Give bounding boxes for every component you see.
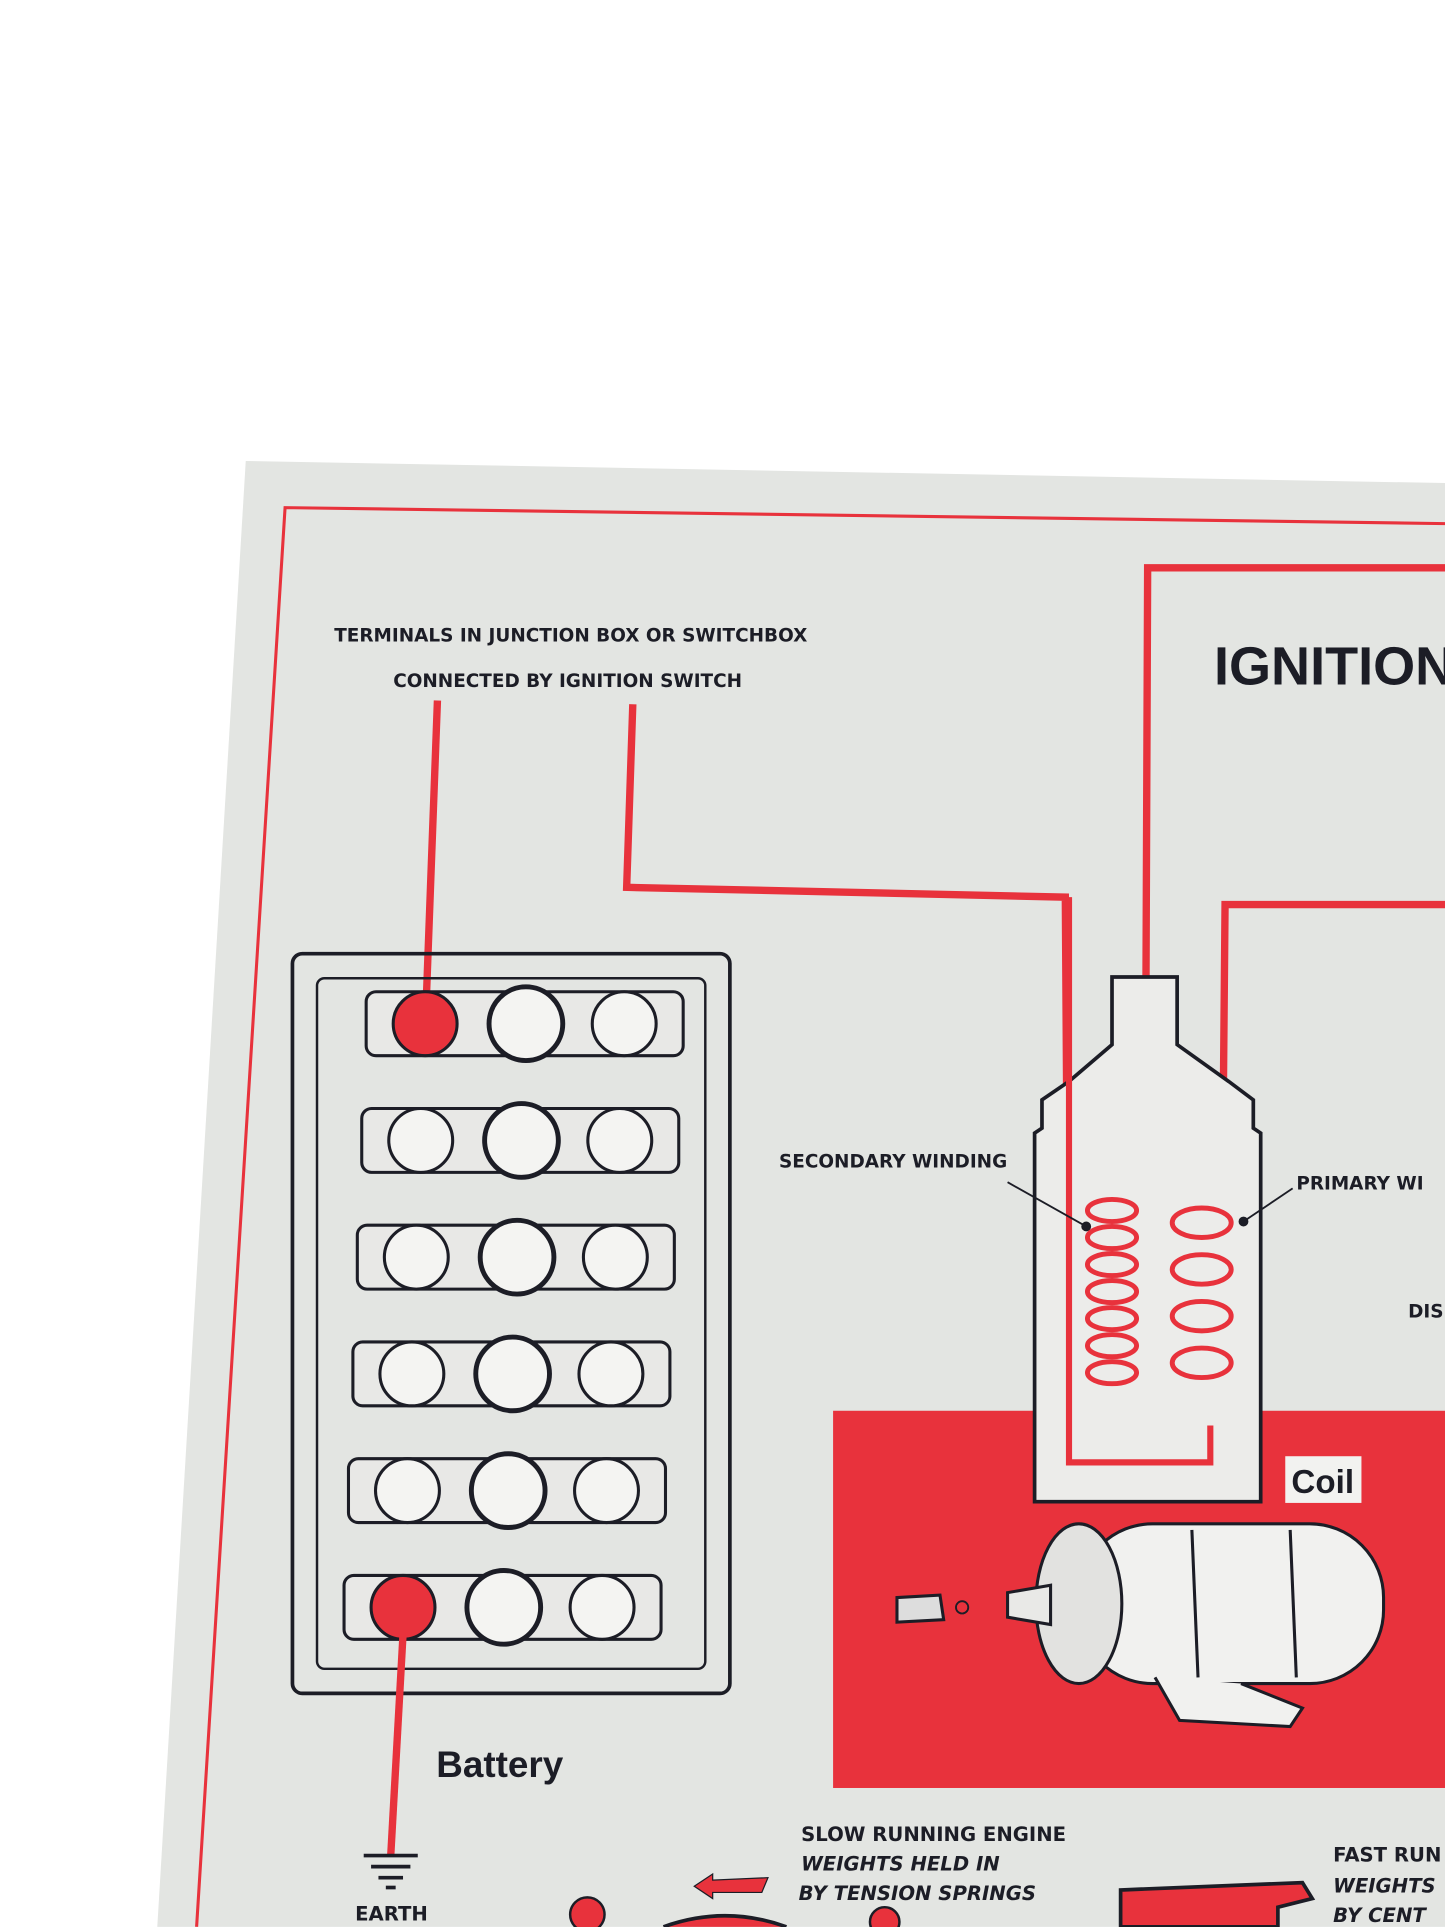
earth-wire xyxy=(387,1634,407,1856)
distributor-weights-slow xyxy=(662,1913,788,1927)
battery-terminal xyxy=(477,1217,557,1297)
primary-winding-loop xyxy=(1169,1298,1234,1334)
slow-running-line1: SLOW RUNNING ENGINE xyxy=(801,1823,1066,1846)
primary-winding-loop xyxy=(1169,1205,1234,1240)
fast-running-line3: BY CENT xyxy=(1333,1904,1427,1927)
secondary-winding-loop xyxy=(1084,1332,1140,1360)
coil-label: Coil xyxy=(1291,1464,1354,1501)
primary-winding-loop xyxy=(1169,1252,1234,1287)
battery-terminal xyxy=(568,1573,636,1641)
fast-running-line1: FAST RUN xyxy=(1333,1844,1441,1867)
secondary-winding-loop xyxy=(1084,1196,1140,1224)
poster-title: IGNITION xyxy=(1214,637,1445,697)
battery-illustration xyxy=(290,951,732,1696)
weight-pivot-right xyxy=(868,1905,901,1927)
battery-terminal xyxy=(378,1340,446,1408)
battery-terminal xyxy=(573,1457,640,1525)
distributor-label: DIS xyxy=(1408,1301,1443,1322)
primary-winding-label: PRIMARY WI xyxy=(1296,1174,1423,1195)
earth-symbol-icon xyxy=(363,1853,418,1890)
coil-label-box xyxy=(1285,1456,1362,1503)
battery-terminal xyxy=(486,984,566,1064)
battery-terminal xyxy=(473,1334,552,1414)
fast-running-line2: WEIGHTS xyxy=(1333,1874,1436,1897)
slow-running-line3: BY TENSION SPRINGS xyxy=(799,1882,1036,1905)
coil-schematic xyxy=(1007,897,1294,1504)
battery-terminal xyxy=(581,1223,649,1291)
battery-terminal xyxy=(464,1568,544,1647)
secondary-winding-loop xyxy=(1084,1223,1140,1252)
primary-winding-loop xyxy=(1169,1345,1234,1381)
battery-terminal xyxy=(482,1101,561,1180)
battery-positive-wire xyxy=(422,700,442,999)
secondary-winding-loop xyxy=(1084,1359,1140,1387)
battery-terminal xyxy=(590,990,658,1058)
poster-border xyxy=(195,506,1445,1927)
battery-terminal xyxy=(382,1223,450,1291)
earth-label: EARTH xyxy=(355,1903,428,1926)
secondary-winding-loop xyxy=(1084,1305,1140,1333)
rotation-arrow-icon xyxy=(693,1872,769,1900)
coil-illustration xyxy=(895,1522,1386,1729)
battery-terminal xyxy=(373,1457,441,1525)
slow-running-caption: SLOW RUNNING ENGINE WEIGHTS HELD IN BY T… xyxy=(799,1823,1066,1905)
battery-terminal xyxy=(577,1340,645,1408)
battery-terminal-red xyxy=(369,1573,437,1641)
battery-terminal xyxy=(586,1106,654,1174)
terminals-label-line1: TERMINALS IN JUNCTION BOX OR SWITCHBOX xyxy=(334,626,807,647)
battery-terminal xyxy=(387,1106,455,1174)
weight-pivot-left xyxy=(568,1896,606,1927)
battery-terminal xyxy=(468,1451,548,1530)
fast-running-caption: FAST RUN WEIGHTS BY CENT xyxy=(1333,1844,1441,1927)
battery-label: Battery xyxy=(436,1744,564,1785)
secondary-winding-loop xyxy=(1084,1278,1140,1306)
secondary-winding-label: SECONDARY WINDING xyxy=(779,1151,1007,1172)
terminals-label-line2: CONNECTED BY IGNITION SWITCH xyxy=(393,671,742,692)
secondary-winding-loop xyxy=(1084,1251,1140,1279)
slow-running-line2: WEIGHTS HELD IN xyxy=(801,1852,1000,1875)
battery-terminal-red xyxy=(391,990,459,1058)
